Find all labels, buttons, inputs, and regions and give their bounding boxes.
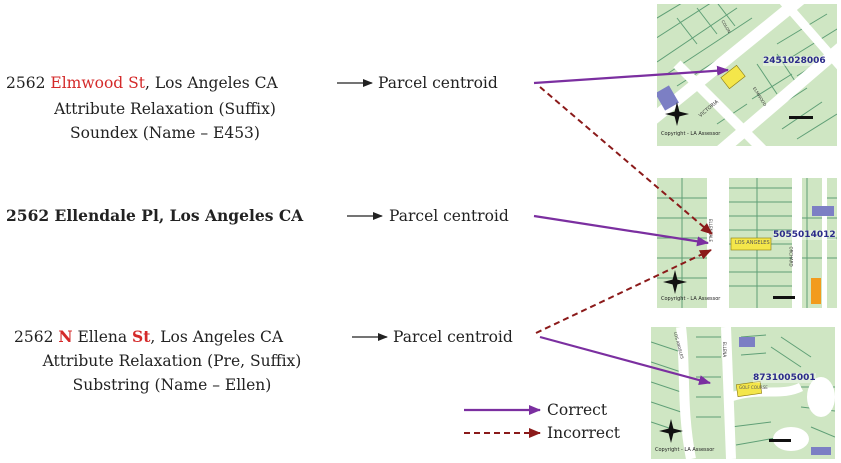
example-3-address-part-5: , Los Angeles CA (150, 328, 284, 346)
parcel-map-2-id: 5055014012 (773, 230, 836, 240)
example-1-method-soundex: Soundex (Name – E453) (70, 124, 260, 142)
legend-incorrect-label: Incorrect (547, 424, 621, 442)
example-3-address-part-3: Ellena (72, 328, 133, 346)
example-2-correct-arrow (533, 214, 709, 247)
parcel-map-2-street-2: LOS ANGELES (735, 240, 770, 246)
example-1-correct-arrow (533, 65, 729, 85)
parcel-map-2: 5055014012 ELLENDALE LOS ANGELES ORCHARD… (657, 178, 837, 308)
parcel-map-3-copyright: Copyright - LA Assessor (655, 447, 715, 453)
example-3-method-substring: Substring (Name – Ellen) (72, 376, 272, 394)
parcel-map-2-copyright: Copyright - LA Assessor (661, 296, 721, 302)
example-1-result-label: Parcel centroid (378, 74, 498, 92)
parcel-map-1: 2451028006 COLON VICTORIA ELMWOOD Copyri… (657, 4, 837, 146)
example-1-address-part-1: 2562 (6, 74, 51, 92)
example-3-method-relaxation: Attribute Relaxation (Pre, Suffix) (42, 352, 302, 370)
parcel-map-1-id: 2451028006 (763, 56, 826, 66)
example-3-address-part-4: St (132, 327, 151, 346)
legend-correct-label: Correct (547, 401, 608, 419)
example-1-address: 2562 Elmwood St, Los Angeles CA (6, 72, 278, 94)
example-3-address-part-1: 2562 (14, 328, 59, 346)
example-3-correct-arrow (539, 335, 711, 385)
example-1-method-relaxation: Attribute Relaxation (Suffix) (54, 100, 276, 118)
example-1-address-part-3: , Los Angeles CA (144, 74, 278, 92)
example-2-address: 2562 Ellendale Pl, Los Angeles CA (6, 206, 304, 225)
example-2-result-label: Parcel centroid (389, 207, 509, 225)
parcel-map-1-copyright: Copyright - LA Assessor (661, 131, 721, 137)
example-1-address-part-2: Elmwood St (50, 74, 145, 92)
parcel-map-3-id: 8731005001 (753, 373, 816, 383)
example-3-address: 2562 N Ellena St, Los Angeles CA (14, 326, 283, 348)
example-3-result-label: Parcel centroid (393, 328, 513, 346)
example-3-address-part-2: N (58, 327, 73, 346)
example-1-incorrect-arrow (539, 86, 713, 235)
parcel-map-3: 8731005001 ELLENA LOS ANGELES GOLF COURS… (651, 327, 835, 459)
example-3-incorrect-arrow (535, 249, 712, 334)
parcel-map-3-street-3: GOLF COURSE (739, 385, 768, 390)
